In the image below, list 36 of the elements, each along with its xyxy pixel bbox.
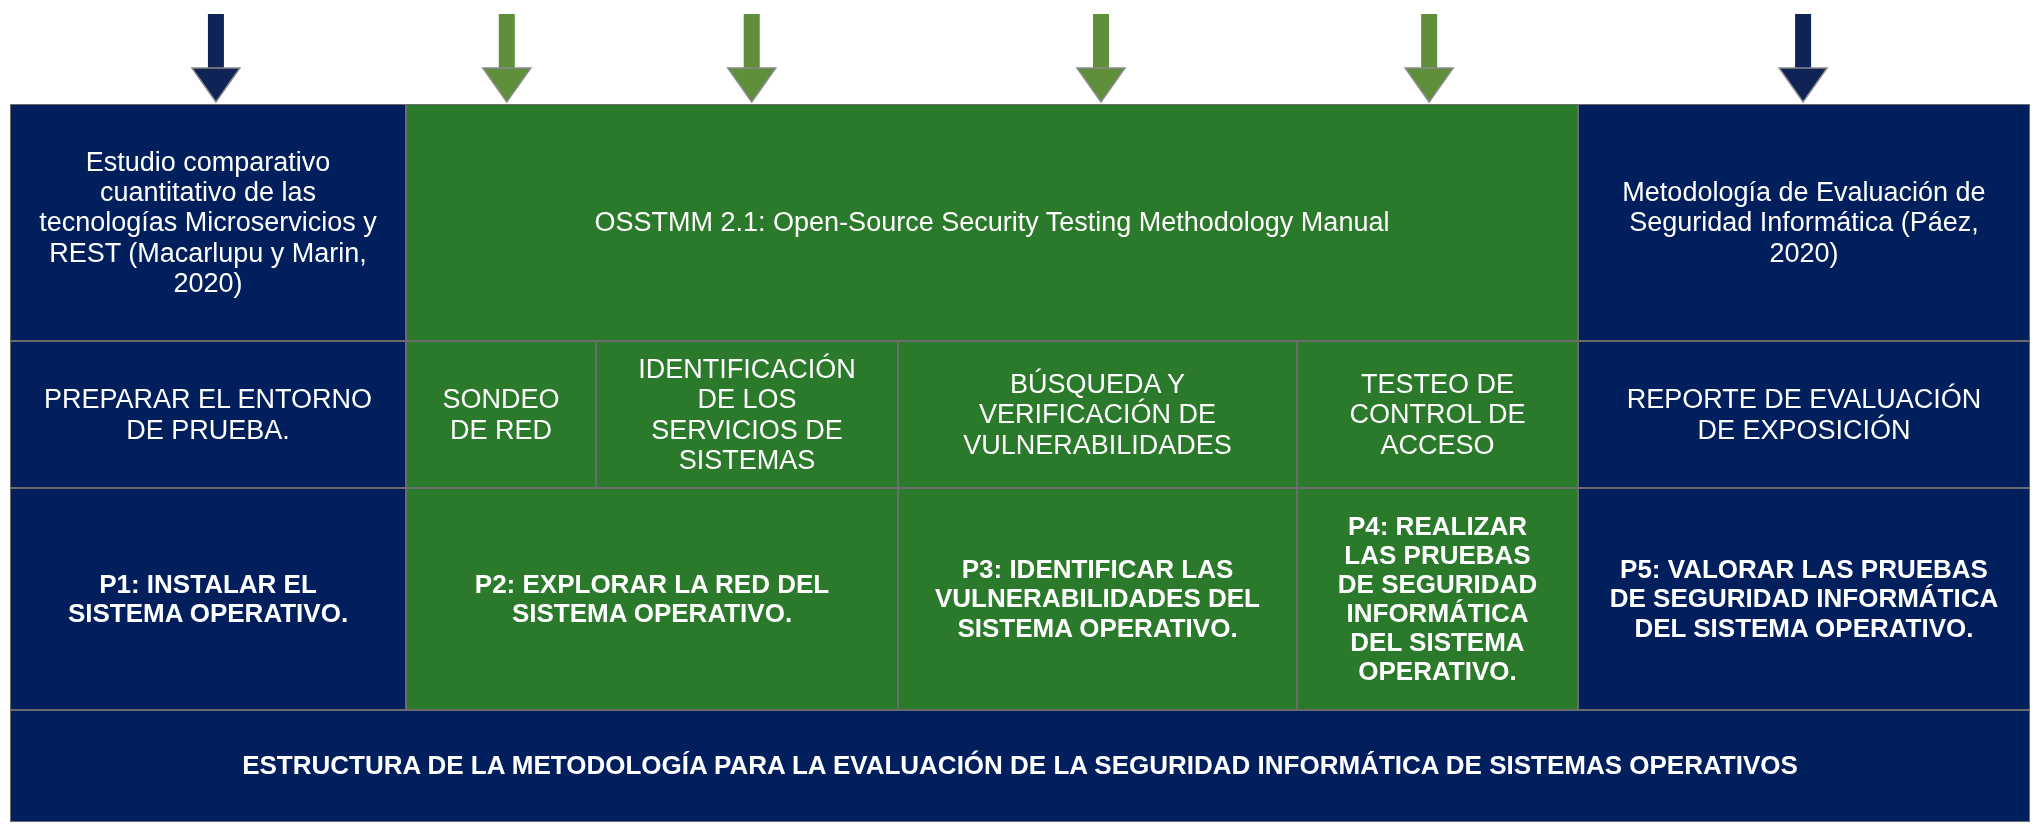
table-cell [10, 488, 406, 710]
arrow [190, 14, 242, 104]
table-cell [10, 710, 2030, 822]
arrow [481, 14, 533, 104]
table-cell [1578, 341, 2030, 488]
table-cell [10, 341, 406, 488]
cell-text: P5: VALORAR LAS PRUEBAS DE SEGURIDAD INFORMÁTICA DEL SISTEMA OPERATIVO. [1608, 555, 2000, 643]
cell-text: BÚSQUEDA Y VERIFICACIÓN DE VULNERABILIDADES [962, 369, 1233, 460]
cell-text: TESTEO DE CONTROL DE ACCESO [1348, 369, 1527, 460]
table-cell [406, 341, 596, 488]
table-cell [1297, 488, 1578, 710]
cell-text: P4: REALIZAR LAS PRUEBAS DE SEGURIDAD INFORMÁTICA DEL SISTEMA OPERATIVO. [1336, 511, 1539, 687]
arrow [1075, 14, 1127, 104]
table-cell [406, 104, 1578, 341]
arrow [1777, 14, 1829, 104]
cell-text: Estudio comparativo cuantitativo de las tecnologías Microservicios y REST (Macarlupu y Marin, 2020) [39, 146, 377, 299]
cell-text: OSSTMM 2.1: Open-Source Security Testing Methodology Manual [594, 207, 1390, 238]
cell-text: P2: EXPLORAR LA RED DEL SISTEMA OPERATIVO. [473, 569, 831, 629]
table-cell [10, 104, 406, 341]
table-cell [1578, 488, 2030, 710]
cell-text: P1: INSTALAR EL SISTEMA OPERATIVO. [66, 569, 350, 629]
arrow [726, 14, 778, 104]
cell-text: ESTRUCTURA DE LA METODOLOGÍA PARA LA EVALUACIÓN DE LA SEGURIDAD INFORMÁTICA DE SISTEMAS OPERATIVOS [242, 751, 1798, 781]
table-cell [898, 341, 1297, 488]
cell-text: P3: IDENTIFICAR LAS VULNERABILIDADES DEL SISTEMA OPERATIVO. [934, 555, 1261, 643]
cell-text: IDENTIFICACIÓN DE LOS SERVICIOS DE SISTEMAS [637, 354, 857, 475]
table-cell [596, 341, 898, 488]
table-cell [1578, 104, 2030, 341]
table-cell [898, 488, 1297, 710]
cell-text: PREPARAR EL ENTORNO DE PRUEBA. [42, 384, 374, 445]
arrow [1403, 14, 1455, 104]
cell-text: Metodología de Evaluación de Seguridad Informática (Páez, 2020) [1621, 177, 1987, 268]
cell-text: REPORTE DE EVALUACIÓN DE EXPOSICIÓN [1625, 384, 1983, 445]
table-cell [1297, 341, 1578, 488]
cell-text: SONDEO DE RED [441, 384, 561, 445]
table-cell [406, 488, 898, 710]
